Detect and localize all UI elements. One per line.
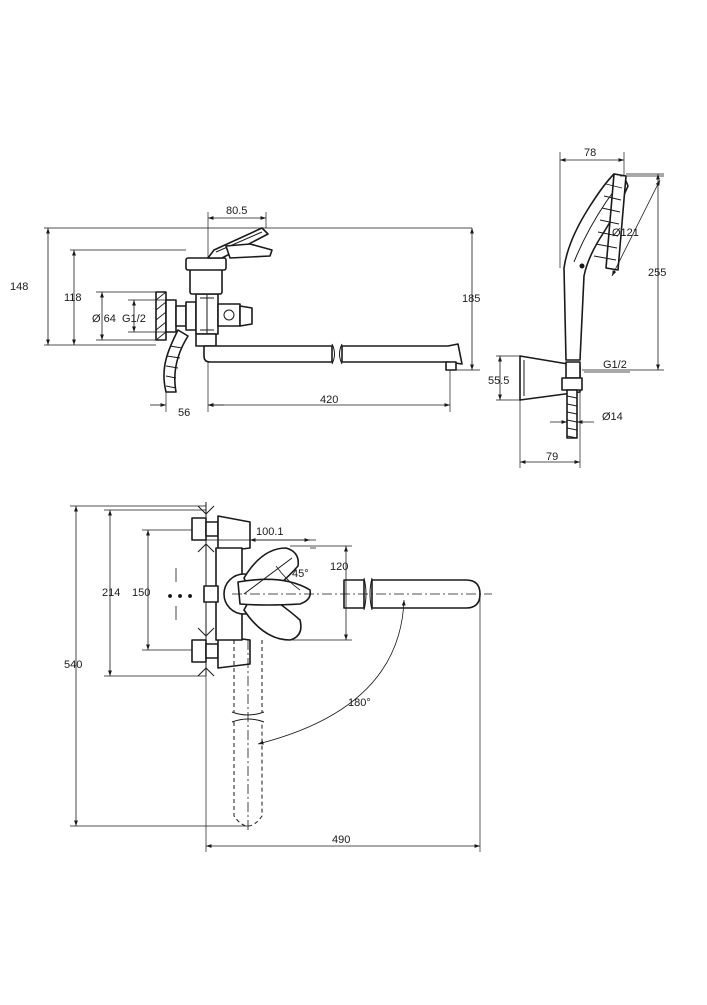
shower-wall-bracket (519, 355, 583, 401)
dim-55-5-label: 55.5 (488, 375, 509, 387)
dim-100-1: 100.1 (206, 526, 316, 549)
dim-78: 78 (559, 147, 625, 268)
dim-diameter-121: Ø121 (611, 175, 664, 277)
dim-100-1-label: 100.1 (256, 526, 284, 538)
shower-hose-front (163, 329, 189, 393)
dim-180-arc: 180° (257, 599, 406, 745)
dim-150-label: 150 (132, 587, 150, 599)
dim-56-420: 56 420 (150, 362, 451, 419)
dim-80-5: 80.5 (207, 205, 267, 258)
dim-diameter-14: Ø14 (550, 411, 623, 424)
wall-fitting (155, 291, 197, 341)
dim-g12-shower: G1/2 (584, 359, 630, 373)
top-view: 180° 45° 100.1 120 214 15 (64, 502, 492, 852)
dim-214-label: 214 (102, 587, 120, 599)
dim-185: 185 (44, 227, 480, 371)
hand-shower-view: 78 Ø121 255 G1/2 55.5 Ø14 (488, 147, 666, 468)
dim-255: 255 (582, 173, 666, 371)
dim-120-label: 120 (330, 561, 348, 573)
dim-214: 214 (102, 509, 206, 677)
dim-118-label: 118 (64, 292, 82, 304)
dim-diameter-121-label: Ø121 (612, 227, 639, 239)
dim-45: 45° (243, 557, 309, 595)
dim-490-label: 490 (332, 834, 350, 846)
dim-diameter-14-label: Ø14 (602, 411, 623, 423)
dim-490: 490 (205, 594, 481, 852)
dim-540-label: 540 (64, 659, 82, 671)
upper-connector (191, 505, 251, 553)
spout-front (203, 343, 463, 371)
mixer-body (185, 257, 253, 347)
front-view: 80.5 185 148 118 Ø 64 G1/2 (10, 205, 480, 419)
dim-255-label: 255 (648, 267, 666, 279)
dim-78-label: 78 (584, 147, 596, 159)
dim-45-label: 45° (292, 568, 309, 580)
dim-180-label: 180° (348, 697, 371, 709)
dim-150: 150 (132, 529, 192, 651)
shower-hose-stub (566, 389, 578, 439)
dim-148-label: 148 (10, 281, 28, 293)
hand-shower-head (563, 173, 629, 361)
dim-g12-front: G1/2 (122, 299, 166, 333)
dim-420-label: 420 (320, 394, 338, 406)
dim-120: 120 (290, 545, 352, 641)
dim-55-5: 55.5 (488, 355, 520, 401)
dim-118: 118 (64, 250, 82, 345)
dim-g12-front-label: G1/2 (122, 313, 146, 325)
dim-185-label: 185 (462, 293, 480, 305)
dim-g12-shower-label: G1/2 (603, 359, 627, 371)
lower-connector (191, 627, 251, 677)
spout-plan-rotated (231, 640, 265, 830)
dim-540: 540 (64, 505, 248, 827)
dim-79: 79 (519, 392, 581, 468)
dim-diameter-64: Ø 64 (92, 291, 156, 341)
dim-diameter-64-label: Ø 64 (92, 313, 116, 325)
dim-56-label: 56 (178, 407, 190, 419)
dim-80-5-label: 80.5 (226, 205, 247, 217)
dim-148: 148 (10, 228, 186, 346)
lever-handle-front (207, 227, 273, 259)
dim-79-label: 79 (546, 451, 558, 463)
